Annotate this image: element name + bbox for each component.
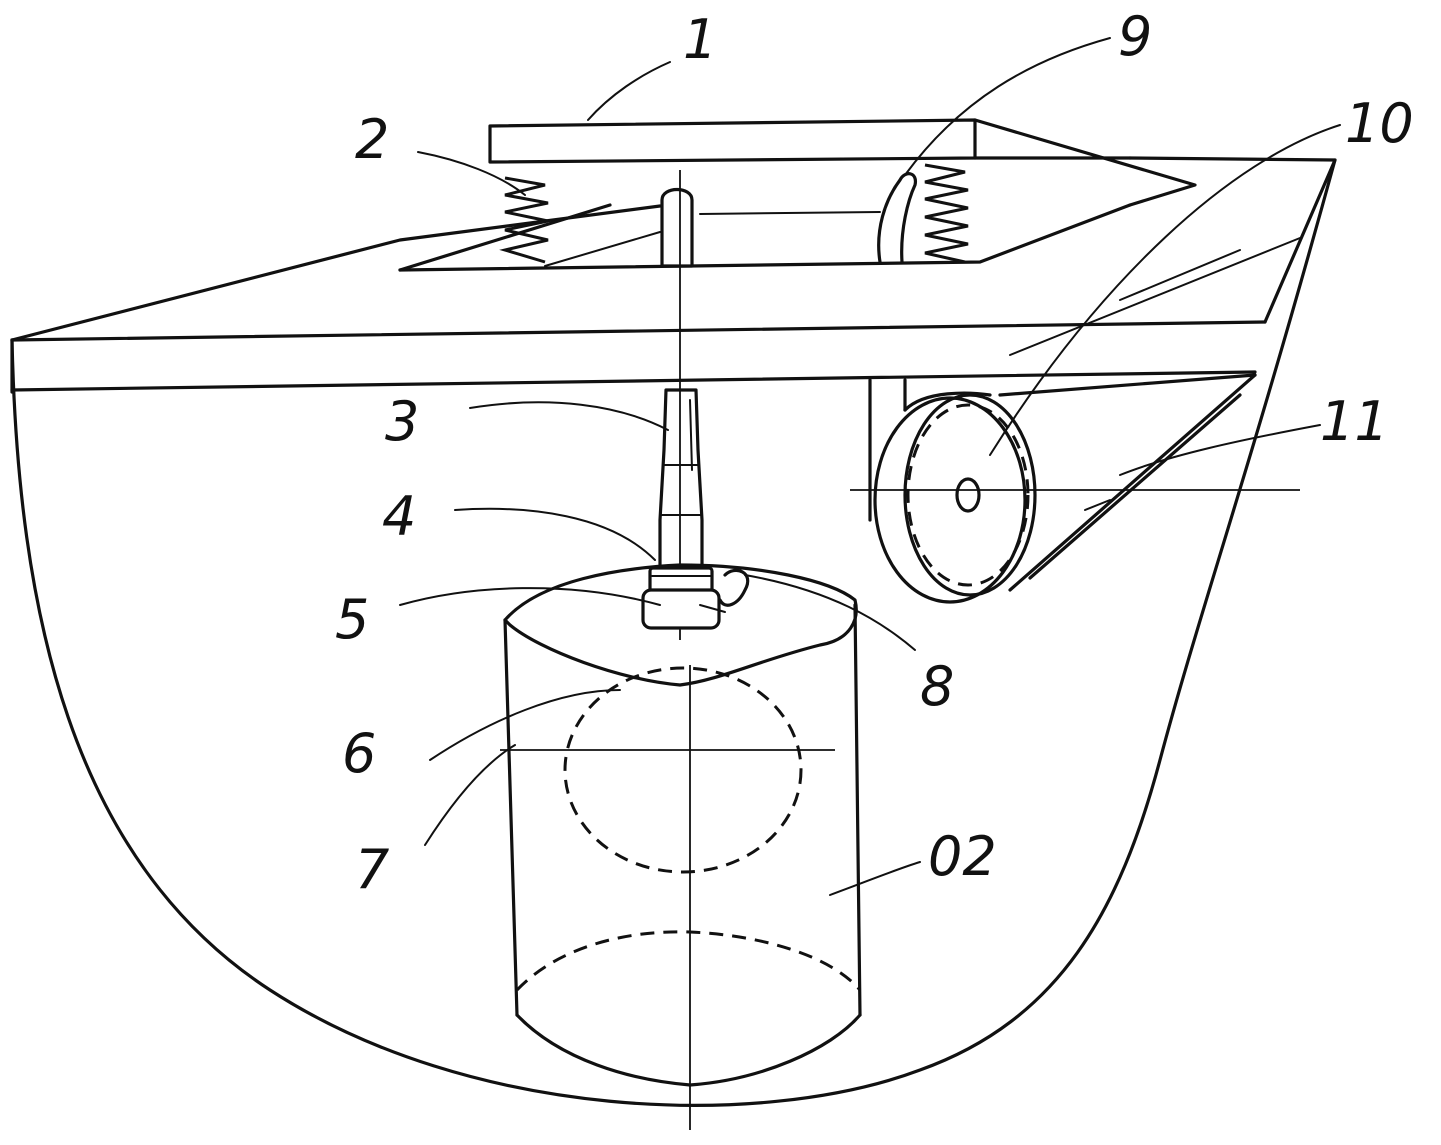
callout-4: 4 — [382, 485, 416, 548]
callout-5: 5 — [335, 588, 369, 651]
callout-6: 6 — [342, 722, 376, 785]
coupling — [641, 566, 750, 630]
callout-10: 10 — [1345, 92, 1414, 155]
housing-outline — [10, 158, 1337, 1107]
pulley-assembly — [850, 373, 1300, 604]
hook — [877, 172, 918, 264]
frame-opening — [398, 203, 1132, 272]
callout-1: 1 — [683, 8, 717, 71]
callout-7: 7 — [355, 838, 389, 901]
upper-post — [660, 187, 694, 268]
top-plate — [488, 118, 1197, 207]
callout-9: 9 — [1118, 5, 1152, 68]
callout-02: 02 — [928, 825, 997, 888]
right-spring — [924, 163, 969, 264]
shaft — [658, 388, 704, 577]
callout-2: 2 — [355, 108, 389, 171]
cylinder-drum — [500, 563, 862, 1130]
leader-lines — [399, 37, 1341, 896]
callout-11: 11 — [1320, 390, 1389, 453]
callout-3: 3 — [385, 390, 419, 453]
callout-8: 8 — [920, 655, 954, 718]
left-spring — [499, 176, 549, 264]
